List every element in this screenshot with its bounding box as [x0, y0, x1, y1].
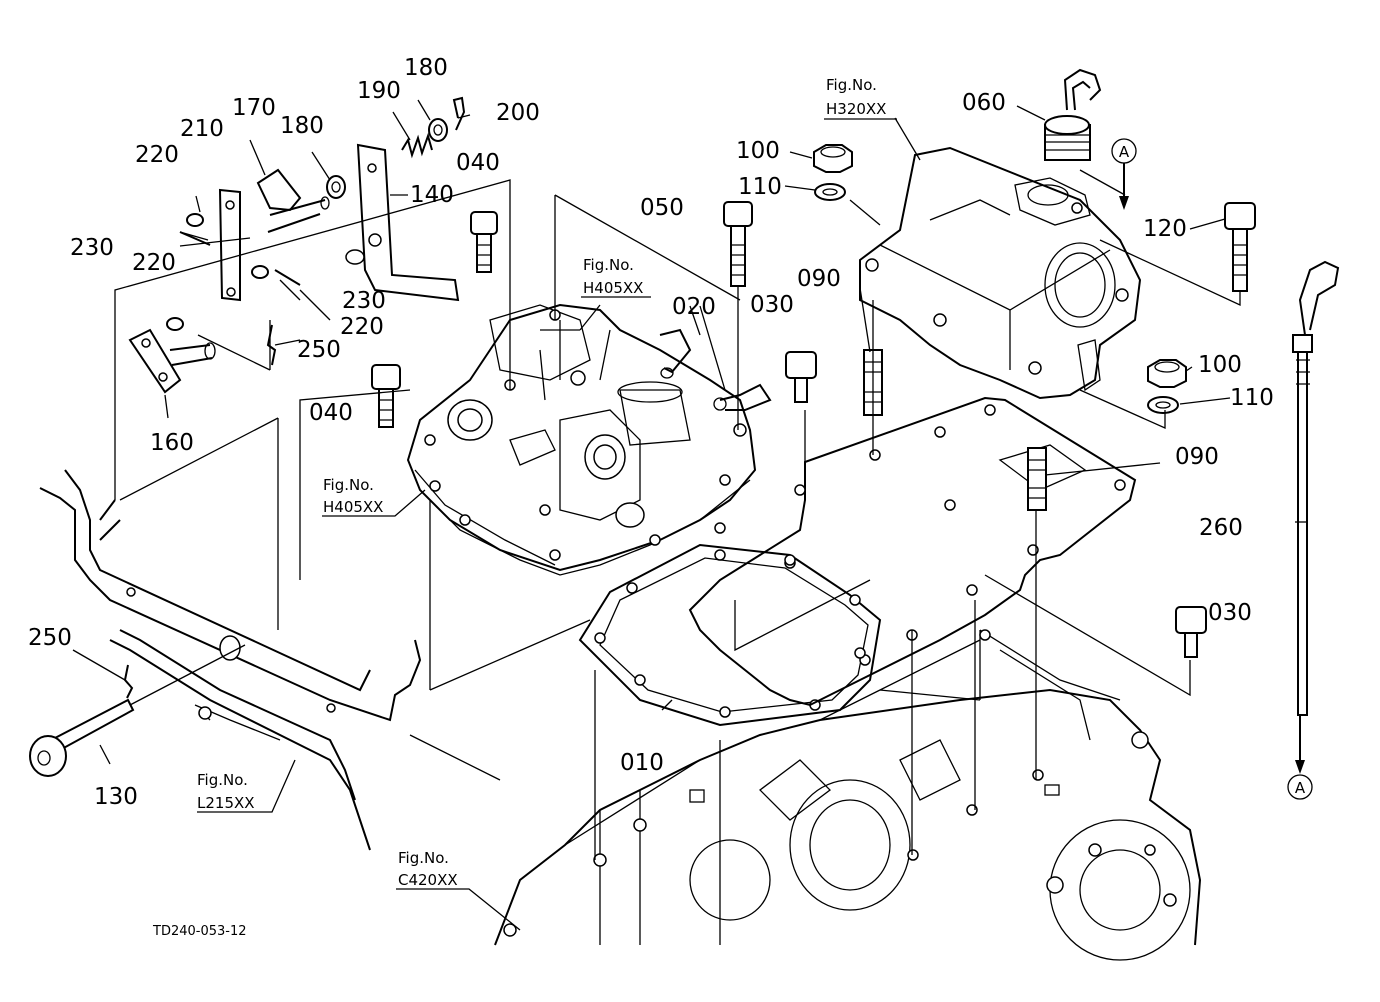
callout-180-upper: 180 — [404, 55, 448, 81]
callout-010: 010 — [620, 750, 664, 776]
callout-220-lower: 220 — [340, 314, 384, 340]
callout-220-upper: 220 — [135, 142, 179, 168]
arrow-letter-bottom: A — [1295, 779, 1306, 797]
control-valve-assembly — [406, 303, 772, 576]
filler-cap-060 — [1044, 68, 1102, 161]
callout-100-upper: 100 — [736, 138, 780, 164]
transmission-case — [494, 629, 1202, 961]
callout-190: 190 — [357, 78, 401, 104]
callout-110-right: 110 — [1230, 385, 1274, 411]
fig-ref-prefix-h405-upper: Fig.No. — [583, 256, 634, 274]
callout-060: 060 — [962, 90, 1006, 116]
callout-090-plate: 090 — [1175, 444, 1219, 470]
fig-ref-c420: C420XX — [398, 871, 458, 889]
callout-160: 160 — [150, 430, 194, 456]
callout-030-middle: 030 — [750, 292, 794, 318]
housing-h320 — [859, 146, 1142, 400]
callout-200: 200 — [496, 100, 540, 126]
linkage — [128, 96, 466, 394]
fig-ref-l215: L215XX — [197, 794, 255, 812]
callout-180-lower: 180 — [280, 113, 324, 139]
fig-ref-h320: H320XX — [826, 100, 886, 118]
callout-110-upper: 110 — [738, 174, 782, 200]
fig-ref-prefix-l215: Fig.No. — [197, 771, 248, 789]
callout-050: 050 — [640, 195, 684, 221]
fig-ref-prefix-c420: Fig.No. — [398, 849, 449, 867]
callout-040-left: 040 — [309, 400, 353, 426]
callout-250-upper: 250 — [297, 337, 341, 363]
fig-ref-prefix-h320: Fig.No. — [826, 76, 877, 94]
fig-ref-prefix-h405-lower: Fig.No. — [323, 476, 374, 494]
callout-030-right: 030 — [1208, 600, 1252, 626]
callout-230-right: 230 — [342, 288, 386, 314]
arrow-letters: A A — [1119, 143, 1306, 797]
frame-l215 — [39, 469, 422, 851]
callout-090-upper: 090 — [797, 266, 841, 292]
callout-140: 140 — [410, 182, 454, 208]
callout-220-middle: 220 — [132, 250, 176, 276]
figure-references: Fig.No. H320XX Fig.No. H405XX Fig.No. H4… — [197, 76, 886, 889]
gasket-010 — [578, 543, 882, 727]
callout-100-right: 100 — [1198, 352, 1242, 378]
callout-210: 210 — [180, 116, 224, 142]
callout-labels: 010 020 030 030 040 040 050 060 090 090 … — [28, 55, 1274, 810]
fig-ref-h405-lower: H405XX — [323, 498, 383, 516]
fig-ref-h405-upper: H405XX — [583, 279, 643, 297]
arrow-a-circle-bottom — [1287, 774, 1313, 800]
callout-020: 020 — [672, 294, 716, 320]
callout-170: 170 — [232, 95, 276, 121]
callout-120: 120 — [1143, 216, 1187, 242]
arrow-letter-top: A — [1119, 143, 1130, 161]
arrow-a-group — [1111, 138, 1313, 800]
drawing-code: TD240-053-12 — [152, 924, 247, 939]
dipstick-260 — [1292, 260, 1340, 716]
callout-040-upper: 040 — [456, 150, 500, 176]
callout-130: 130 — [94, 784, 138, 810]
callout-260: 260 — [1199, 515, 1243, 541]
callout-250-lower: 250 — [28, 625, 72, 651]
leader-lines — [72, 99, 1307, 931]
callout-230-left: 230 — [70, 235, 114, 261]
